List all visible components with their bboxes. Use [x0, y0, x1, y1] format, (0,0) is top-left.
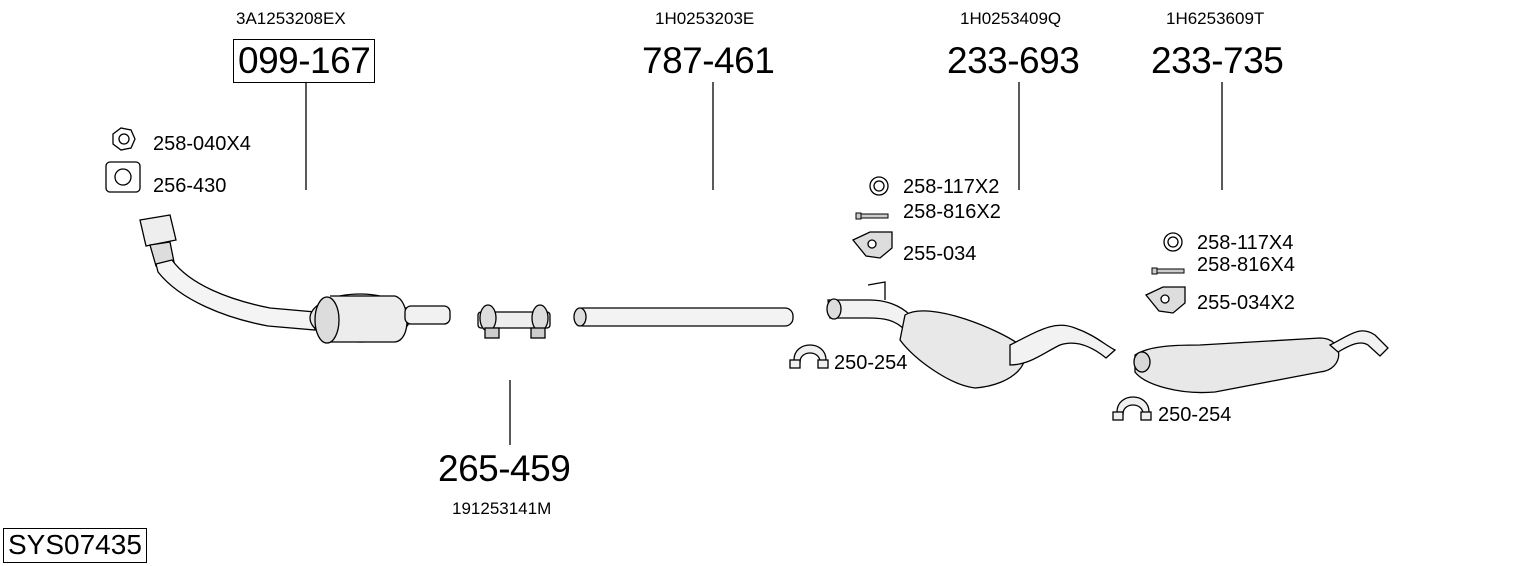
part-number-099-167[interactable]: 099-167 [233, 39, 376, 83]
rubber-ring-icon-2 [1163, 232, 1183, 252]
nut-icon [112, 127, 136, 151]
bolt-icon [855, 212, 889, 220]
accessory-label[interactable]: 258-816X4 [1197, 254, 1295, 276]
accessory-label[interactable]: 255-034X2 [1197, 292, 1295, 314]
part-number-233-735[interactable]: 233-735 [1151, 40, 1284, 81]
oem-number-label: 191253141M [452, 499, 552, 518]
accessory-label[interactable]: 250-254 [834, 352, 908, 374]
accessory-label[interactable]: 258-040X4 [153, 133, 251, 155]
accessory-label[interactable]: 250-254 [1158, 404, 1232, 426]
part-number-233-693[interactable]: 233-693 [947, 40, 1080, 81]
accessory-label[interactable]: 255-034 [903, 243, 977, 265]
intermediate-pipe [573, 307, 794, 327]
part-number-265-459[interactable]: 265-459 [438, 448, 571, 489]
hanger-icon-2 [1144, 286, 1186, 314]
oem-number-label: 1H6253609T [1166, 9, 1265, 28]
rubber-ring-icon [869, 176, 889, 196]
oem-number-label: 1H0253203E [655, 9, 755, 28]
bolt-icon-2 [1151, 267, 1185, 275]
flange-gasket-icon [105, 161, 141, 193]
u-clamp-icon-2 [1112, 396, 1152, 421]
u-clamp-icon [789, 344, 829, 369]
oem-number-label: 3A1253208EX [236, 9, 346, 28]
system-code: SYS07435 [3, 528, 147, 563]
middle-silencer [826, 281, 1117, 389]
accessory-label[interactable]: 258-117X2 [903, 176, 1000, 198]
pipe-clamp [477, 304, 551, 339]
accessory-label[interactable]: 256-430 [153, 175, 227, 197]
oem-number-label: 1H0253409Q [960, 9, 1062, 28]
part-number-787-461[interactable]: 787-461 [642, 40, 775, 81]
hanger-icon [851, 231, 893, 259]
catalytic-converter-pipe [139, 214, 451, 344]
accessory-label[interactable]: 258-816X2 [903, 201, 1001, 223]
rear-silencer [1133, 330, 1389, 394]
accessory-label[interactable]: 258-117X4 [1197, 232, 1294, 254]
